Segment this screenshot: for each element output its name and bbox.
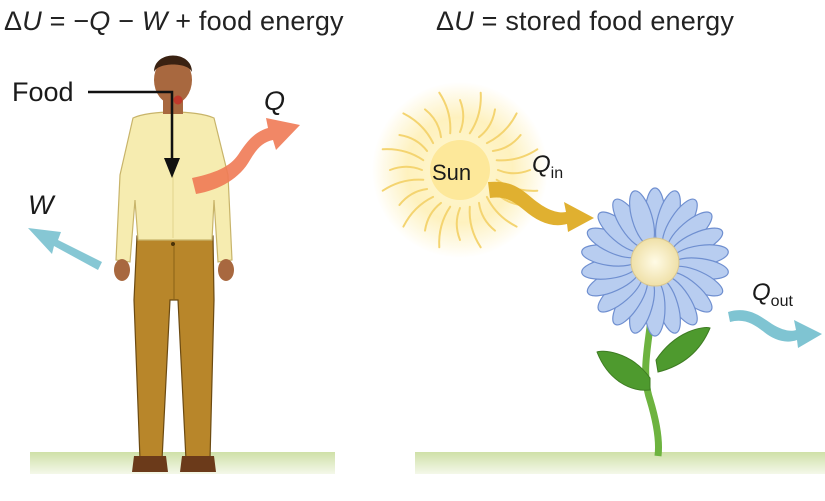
sun-ray [455,207,461,241]
eq-part: = − [41,6,90,36]
heat-in-arrow [488,181,594,232]
heat-out-label: Qout [752,279,793,310]
ground-right [415,452,825,474]
sun-ray [491,134,522,152]
sun-ray [497,169,531,175]
sun-ray [424,108,442,139]
work-symbol-w: W [141,6,168,36]
food-label: Food [12,77,74,107]
sun-ray [468,91,482,135]
energy-symbol-u: U [454,6,474,36]
sun-ray [468,205,482,249]
equation-left: ΔU = −Q − W + food energy [4,6,344,37]
sun-ray [495,148,539,162]
heat-out-flower-arrow [728,310,822,348]
heat-in-label: Qin [532,151,563,182]
heat-symbol-q: Q [89,6,111,36]
eq-part: + food energy [167,6,344,36]
delta-symbol: Δ [4,6,23,36]
q-out-main: Q [752,279,771,306]
energy-symbol-u: U [22,6,42,36]
sun-ray [381,148,425,162]
sun-ray [459,99,465,133]
sun-ray [398,188,429,206]
work-out-arrow [28,228,102,270]
sun-ray [478,108,496,139]
sun-ray [389,165,423,171]
work-label-w: W [28,190,56,220]
sun-ray [402,195,435,228]
sun-ray [438,91,452,135]
sun-ray [381,178,425,192]
delta-symbol: Δ [436,6,455,36]
sun-ray [398,134,429,152]
flower-icon [581,187,729,457]
equation-right: ΔU = stored food energy [436,6,734,37]
q-in-main: Q [532,151,551,178]
sun-ray [485,112,518,145]
food-arrow [88,90,180,178]
heat-out-arrow [192,118,300,194]
sun-icon [372,82,548,258]
sun-ray [478,201,496,232]
sun-ray [424,201,442,232]
sun-label: Sun [432,160,471,185]
q-in-subscript: in [551,165,563,182]
sun-ray [402,112,435,145]
sun-ray [438,205,452,249]
eq-part: = stored food energy [473,6,735,36]
q-out-subscript: out [771,293,794,310]
heat-label-q: Q [264,86,285,116]
eq-part: − [110,6,142,36]
person-icon [114,55,234,472]
sun-ray [485,195,518,228]
